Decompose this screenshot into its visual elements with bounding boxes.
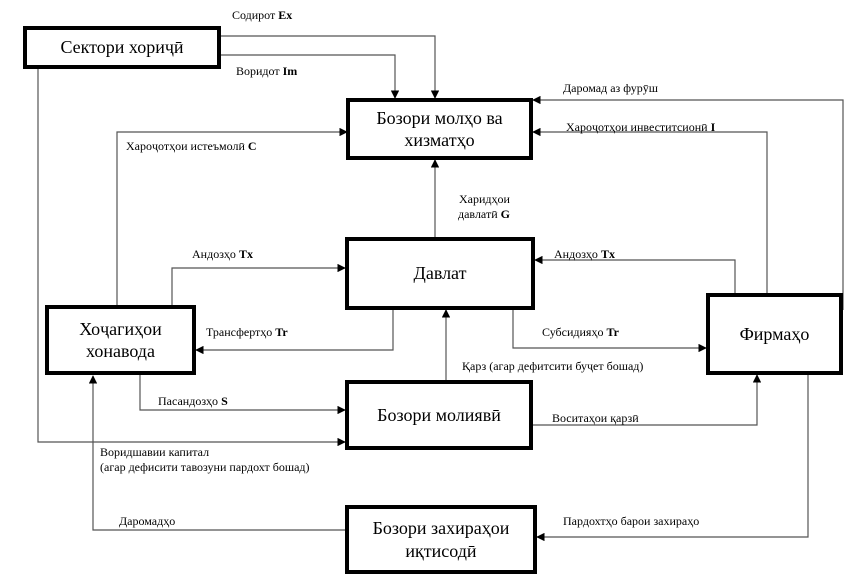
- transfers-label: Трансфертҳо Tr: [206, 325, 288, 339]
- taxes-households-arrow: [171, 263, 346, 305]
- income-label: Даромадҳо: [119, 514, 176, 528]
- savings-label: Пасандозҳо S: [158, 394, 228, 408]
- taxes-firms-arrow: [534, 255, 736, 293]
- households-box: Хоҷагиҳои хонавода: [45, 305, 196, 375]
- investment-arrow: [532, 127, 768, 295]
- imports-arrow: [220, 54, 400, 99]
- goods-market-box: Бозори молҳо ва хизматҳо: [346, 98, 533, 160]
- savings-arrow: [139, 375, 346, 415]
- taxes-households-label: Андозҳо Tx: [192, 247, 253, 261]
- credit-arrow: [533, 374, 762, 426]
- borrowing-label: Қарз (агар дефитсити буҷет бошад): [462, 359, 644, 373]
- capital-inflow-arrow: [37, 55, 346, 447]
- financial-market-box: Бозори молиявӣ: [345, 380, 533, 450]
- investment-label: Хароҷотҳои инвеститсионӣ I: [566, 120, 716, 134]
- income-arrow: [88, 375, 345, 531]
- capital-inflow-label: Воридшавии капитал (агар дефисити тавозу…: [100, 445, 310, 474]
- consumption-label: Хароҷотҳои истеъмолӣ C: [126, 139, 257, 153]
- consumption-arrow: [116, 127, 348, 305]
- taxes-firms-label: Андозҳо Tx: [554, 247, 615, 261]
- subsidies-arrow: [512, 310, 707, 353]
- gov-purchases-label: Харидҳои давлатӣ G: [458, 192, 510, 221]
- foreign-sector-box: Сектори хориҷӣ: [23, 26, 221, 69]
- exports-arrow: [220, 35, 440, 99]
- resource-payments-label: Пардохтҳо барои захираҳо: [563, 514, 700, 528]
- resource-payments-arrow: [536, 375, 809, 542]
- credit-label: Воситаҳои қарзӣ: [552, 411, 639, 425]
- government-box: Давлат: [345, 237, 535, 310]
- sales-revenue-arrow: [532, 95, 844, 310]
- sales-revenue-label: Даромад аз фурӯш: [563, 81, 659, 95]
- subsidies-label: Субсидияҳо Tr: [542, 325, 619, 339]
- imports-label: Воридот Im: [236, 64, 298, 78]
- resource-market-box: Бозори захираҳои иқтисодӣ: [345, 505, 537, 574]
- transfers-arrow: [195, 310, 394, 355]
- exports-label: Содирот Ex: [232, 8, 293, 22]
- firms-box: Фирмаҳо: [706, 293, 843, 375]
